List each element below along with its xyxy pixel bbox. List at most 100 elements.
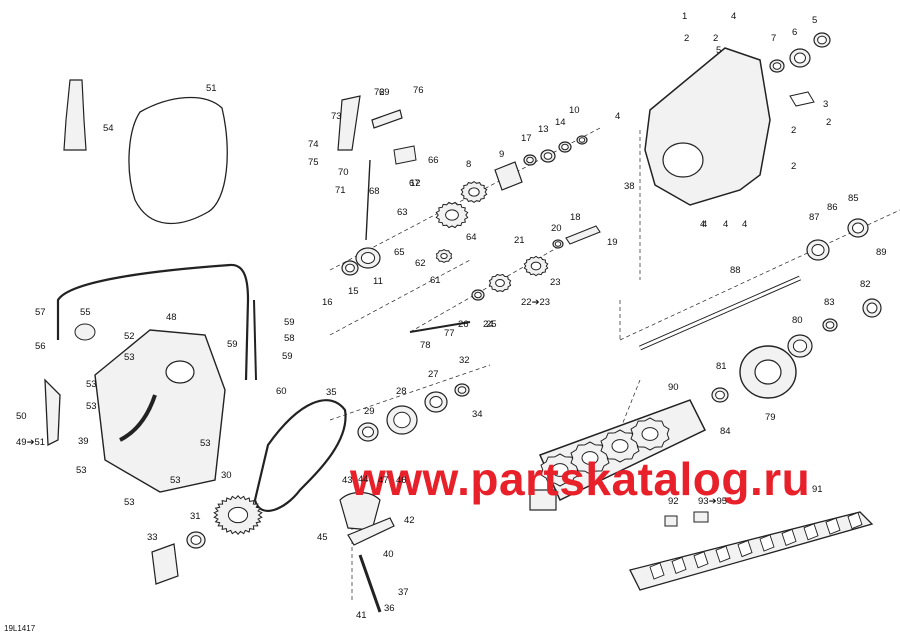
tube-50: [44, 378, 61, 447]
watermark: www.partskatalog.ru: [350, 453, 811, 505]
callout-label: 63: [397, 207, 408, 218]
callout-label: 65: [394, 247, 405, 258]
plate-81-hub: [754, 359, 782, 385]
seal-6: [817, 35, 827, 45]
callout-label: 91: [812, 484, 823, 495]
callout-label: 83: [824, 297, 835, 308]
lever-75: [337, 95, 361, 151]
chaincase-upper: [644, 47, 771, 206]
callout-label: 60: [276, 386, 287, 397]
callout-label: 74: [308, 139, 319, 150]
figure-code: 19L1417: [4, 624, 36, 633]
case-bore: [662, 142, 704, 178]
callout-label: 35: [326, 387, 337, 398]
callout-label: 5: [812, 15, 818, 26]
ring-32: [190, 535, 202, 545]
callout-label: 27: [428, 369, 439, 380]
ring-25: [474, 291, 482, 299]
callout-label: 72: [374, 87, 385, 98]
gear-13: [445, 209, 459, 221]
track-clip: [737, 540, 753, 558]
pin-19: [565, 225, 601, 245]
sprocket-92: [551, 463, 569, 477]
callout-label: 68: [369, 186, 380, 197]
callout-label: 79: [765, 412, 776, 423]
callout-label: 2: [791, 161, 797, 172]
callout-label: 46: [396, 475, 407, 486]
callout-label: 53: [124, 497, 135, 508]
callout-label: 36: [384, 603, 395, 614]
callout-label: 37: [398, 587, 409, 598]
callout-label: 6: [792, 27, 798, 38]
bearing-14: [543, 152, 553, 160]
ring-30: [362, 426, 374, 438]
callout-label: 84: [720, 426, 731, 437]
callout-label: 69: [379, 87, 390, 98]
callout-label: 52: [124, 331, 135, 342]
callout-label: 4: [723, 219, 729, 230]
callout-label: 10: [569, 105, 580, 116]
callout-label: 89: [876, 247, 887, 258]
bracket-67: [393, 145, 417, 165]
callout-label: 16: [322, 297, 333, 308]
callout-label: 76: [413, 85, 424, 96]
leader-line: [619, 209, 900, 341]
shaft-90-core: [639, 276, 801, 350]
track-clip: [781, 528, 797, 546]
callout-label: 8: [466, 159, 472, 170]
callout-label: 90: [668, 382, 679, 393]
bearing-82: [792, 339, 808, 353]
bearing-89: [811, 244, 825, 256]
callout-label: 25: [486, 319, 497, 330]
callout-label: 45: [317, 532, 328, 543]
callout-label: 93➔95: [698, 496, 728, 507]
sprocket-92: [581, 451, 599, 465]
callout-label: 59: [282, 351, 293, 362]
track-clip: [649, 562, 665, 580]
ring-8: [772, 62, 782, 70]
callout-label: 24: [483, 319, 494, 330]
callout-label: 21: [514, 235, 525, 246]
callout-label: 2: [684, 33, 690, 44]
callout-label: 11: [373, 276, 383, 287]
cover-rib: [119, 394, 157, 442]
ring-28: [429, 396, 443, 408]
ring-33: [457, 386, 467, 394]
clip-94: [664, 515, 678, 527]
callout-label: 53: [124, 352, 135, 363]
gear-23: [495, 278, 505, 288]
callout-label: 73: [331, 111, 342, 122]
callout-label: 44: [358, 474, 369, 485]
callout-label: 20: [551, 223, 562, 234]
callout-label: 4: [731, 11, 737, 22]
bearing-34: [151, 543, 179, 585]
hose-58: [253, 299, 257, 381]
callout-label: 55: [80, 307, 91, 318]
washer-21: [554, 241, 562, 247]
leader-line: [409, 245, 561, 333]
callout-label: 66: [428, 155, 439, 166]
leader-line: [329, 364, 491, 421]
callout-label: 53: [76, 465, 87, 476]
callout-label: 64: [466, 232, 477, 243]
callout-label: 2: [713, 33, 719, 44]
gear-24: [530, 261, 542, 271]
callout-label: 17: [521, 133, 532, 144]
callout-label: 13: [538, 124, 549, 135]
cover-port: [165, 360, 195, 384]
callout-label: 4: [742, 219, 748, 230]
callout-label: 70: [338, 167, 349, 178]
callout-label: 58: [284, 333, 295, 344]
hose-57: [56, 263, 250, 381]
ring-15: [561, 143, 569, 151]
track-clip: [847, 512, 863, 530]
callout-label: 86: [827, 202, 838, 213]
ring-18: [526, 156, 534, 164]
track-clip: [693, 551, 709, 569]
callout-label: 22➔23: [521, 297, 551, 308]
callout-label: 33: [147, 532, 158, 543]
track-clip: [803, 523, 819, 541]
callout-label: 23: [550, 277, 561, 288]
callout-label: 53: [86, 401, 97, 412]
